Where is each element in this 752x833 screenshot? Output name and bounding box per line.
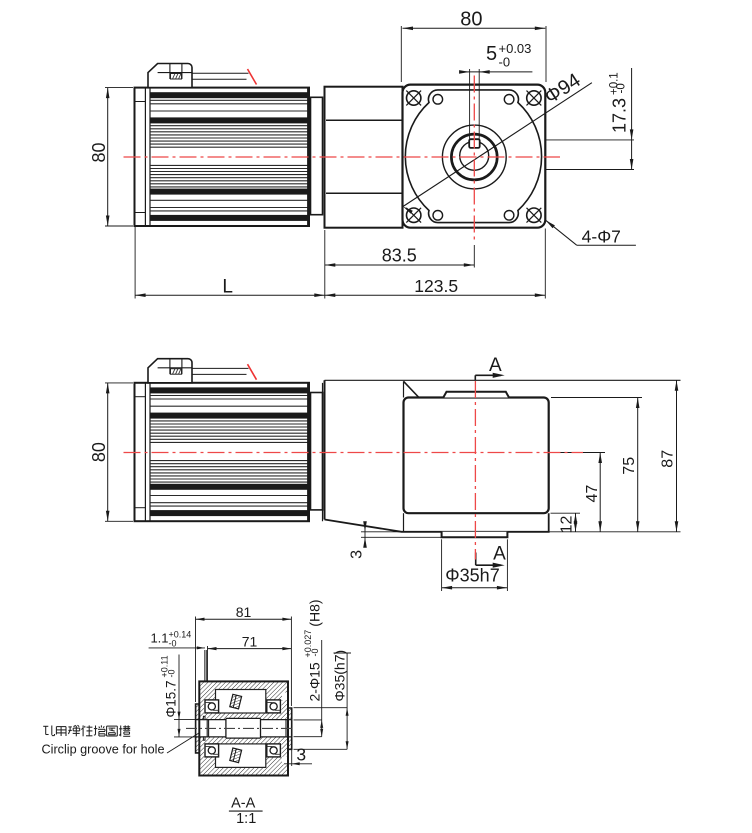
svg-text:5: 5 [486, 43, 497, 65]
svg-text:Φ35h7: Φ35h7 [445, 566, 499, 586]
svg-text:Φ35(h7): Φ35(h7) [332, 650, 348, 702]
svg-text:-0: -0 [616, 83, 628, 93]
svg-text:80: 80 [460, 8, 482, 30]
svg-text:+0.1: +0.1 [608, 72, 620, 95]
svg-text:2-Φ15: 2-Φ15 [307, 662, 323, 701]
svg-text:3: 3 [349, 550, 366, 559]
svg-text:A: A [493, 543, 506, 564]
svg-text:87: 87 [660, 450, 677, 468]
svg-text:47: 47 [584, 485, 601, 503]
svg-text:(H8): (H8) [307, 599, 323, 626]
svg-text:A-A: A-A [231, 796, 256, 812]
svg-text:71: 71 [242, 633, 258, 649]
svg-text:123.5: 123.5 [414, 276, 458, 296]
svg-text:4-Φ7: 4-Φ7 [582, 227, 621, 247]
svg-text:-0: -0 [499, 55, 511, 70]
svg-text:80: 80 [89, 442, 109, 462]
svg-text:17.3: 17.3 [610, 98, 630, 133]
svg-text:L: L [222, 276, 233, 297]
svg-text:83.5: 83.5 [382, 246, 417, 266]
svg-text:81: 81 [236, 604, 252, 620]
svg-text:Circlip groove for hole: Circlip groove for hole [42, 743, 165, 757]
svg-text:+0.11: +0.11 [160, 655, 170, 677]
svg-text:1:1: 1:1 [236, 811, 256, 827]
svg-text:+0.027: +0.027 [303, 630, 313, 658]
svg-text:75: 75 [621, 457, 638, 475]
svg-text:1.1: 1.1 [150, 631, 168, 646]
svg-text:-0: -0 [169, 639, 177, 649]
svg-text:+0.14: +0.14 [169, 630, 192, 640]
svg-text:Φ15.7: Φ15.7 [164, 680, 179, 717]
svg-text:12: 12 [558, 516, 575, 534]
svg-text:-0: -0 [167, 669, 177, 677]
svg-text:-0: -0 [310, 648, 320, 656]
svg-text:+0.03: +0.03 [499, 41, 532, 56]
svg-text:3: 3 [296, 745, 306, 765]
svg-text:A: A [489, 355, 502, 376]
svg-text:80: 80 [89, 142, 109, 162]
